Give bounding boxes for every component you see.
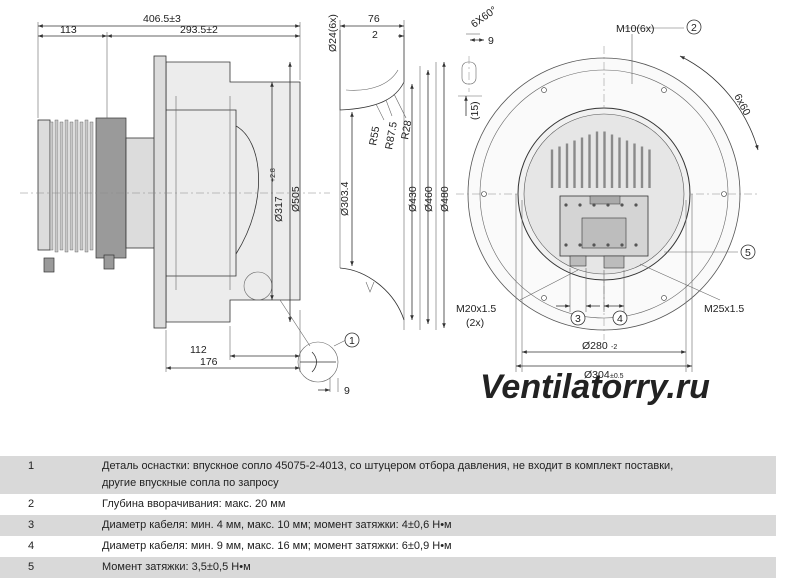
slot-detail: 6X60° 9 (15) xyxy=(458,4,499,120)
pcb-dot xyxy=(606,203,610,207)
pcb-dot xyxy=(564,203,568,207)
note-line: Диаметр кабеля: мин. 4 мм, макс. 10 мм; … xyxy=(102,519,452,531)
dim-r55: R55 xyxy=(367,125,382,146)
pcb-dot xyxy=(592,243,596,247)
dim-main-span: 293.5±2 xyxy=(180,24,218,36)
wire-channels xyxy=(550,131,651,188)
cooling-fin xyxy=(69,121,74,251)
front-view: M10(6x) 2 6x60 5 M25x1.5 M20x1.5 (2x) 3 … xyxy=(456,19,760,381)
dim-slot-15: (15) xyxy=(469,101,481,120)
pcb-dot xyxy=(620,203,624,207)
dim-pitch: 6x60 xyxy=(731,92,752,118)
dim-m25: M25x1.5 xyxy=(704,303,744,315)
note-text: Глубина вворачивания: макс. 20 мм xyxy=(96,494,776,515)
note-row: 1 Деталь оснастки: впускное сопло 45075-2… xyxy=(0,456,776,494)
note-line: Глубина вворачивания: макс. 20 мм xyxy=(102,498,286,510)
dim-d430: Ø430 xyxy=(407,186,419,212)
dim-slot-angle: 6X60° xyxy=(469,4,499,30)
dim-slot-9: 9 xyxy=(488,35,494,47)
note-number: 2 xyxy=(0,494,96,515)
note-number: 5 xyxy=(0,557,96,578)
cooling-fin xyxy=(84,119,89,253)
impeller-profile xyxy=(153,55,301,329)
note-text: Диаметр кабеля: мин. 4 мм, макс. 10 мм; … xyxy=(96,515,776,536)
bolt-hole xyxy=(541,295,547,301)
dim-r87: R87.5 xyxy=(383,121,400,151)
callout-2: 2 xyxy=(691,22,697,34)
dim-base-112: 112 xyxy=(190,344,207,356)
dim-detail-9: 9 xyxy=(344,385,350,397)
note-number: 1 xyxy=(0,456,96,494)
cooling-fin xyxy=(79,121,84,251)
dim-d317-tol: +2.8 xyxy=(270,168,277,182)
motor-fins xyxy=(37,117,167,273)
note-line: Деталь оснастки: впускное сопло 45075-2-… xyxy=(102,460,674,472)
callout-5: 5 xyxy=(745,247,751,259)
note-text: Диаметр кабеля: мин. 9 мм, макс. 16 мм; … xyxy=(96,536,776,557)
bolt-hole xyxy=(721,191,727,197)
watermark: Ventilatorry.ru xyxy=(480,368,710,406)
cooling-fin xyxy=(64,119,69,253)
note-text: Деталь оснастки: впускное сопло 45075-2-… xyxy=(96,456,776,494)
dim-left-offset: 113 xyxy=(60,24,77,36)
dim-d505: Ø505 xyxy=(290,186,302,212)
note-line: Момент затяжки: 3,5±0,5 Н•м xyxy=(102,561,251,573)
dim-d460: Ø460 xyxy=(423,186,435,212)
note-row: 2 Глубина вворачивания: макс. 20 мм xyxy=(0,494,776,515)
cooling-fin xyxy=(74,119,79,253)
side-view: 406.5±3 113 293.5±2 Ø317 +2.8 Ø505 112 1… xyxy=(20,13,360,397)
bolt-hole xyxy=(541,87,547,93)
dim-d304-tol: ±0.5 xyxy=(610,373,624,380)
note-line: Диаметр кабеля: мин. 9 мм, макс. 16 мм; … xyxy=(102,540,452,552)
cooling-fin xyxy=(54,119,59,253)
dim-w2: 2 xyxy=(372,29,378,41)
cooling-fin xyxy=(59,121,64,251)
pcb-dot xyxy=(592,203,596,207)
pcb-dot xyxy=(578,203,582,207)
notes-table: 1 Деталь оснастки: впускное сопло 45075-2… xyxy=(0,456,776,578)
callout-3: 3 xyxy=(575,313,581,325)
bolt-hole xyxy=(481,191,487,197)
note-row: 3 Диаметр кабеля: мин. 4 мм, макс. 10 мм;… xyxy=(0,515,776,536)
dim-base-176: 176 xyxy=(200,356,218,368)
dim-d480: Ø480 xyxy=(439,186,451,212)
pcb-dot xyxy=(634,243,638,247)
cooling-fin xyxy=(49,121,54,251)
note-line: другие впускные сопла по запросу xyxy=(102,477,279,489)
dim-d304: Ø304 xyxy=(584,369,610,381)
dim-d280: Ø280 xyxy=(582,340,608,352)
pcb-dot xyxy=(620,243,624,247)
bolt-hole xyxy=(661,295,667,301)
dim-overall-length: 406.5±3 xyxy=(143,13,181,25)
dim-w76: 76 xyxy=(368,13,380,25)
cooling-fin xyxy=(89,121,94,251)
dim-d303: Ø303.4 xyxy=(339,181,351,216)
bolt-hole xyxy=(661,87,667,93)
dim-d24: Ø24(6x) xyxy=(327,14,339,52)
pcb-dot xyxy=(634,203,638,207)
callout-1: 1 xyxy=(349,335,355,347)
note-number: 3 xyxy=(0,515,96,536)
note-number: 4 xyxy=(0,536,96,557)
note-row: 5 Момент затяжки: 3,5±0,5 Н•м xyxy=(0,557,776,578)
note-row: 4 Диаметр кабеля: мин. 9 мм, макс. 16 мм;… xyxy=(0,536,776,557)
dim-m10: M10(6x) xyxy=(616,23,655,35)
dim-d280-tol: -2 xyxy=(611,344,617,351)
dim-m20-count: (2x) xyxy=(466,317,484,329)
nozzle-section: 76 2 Ø24(6x) R55 R87.5 R28 Ø303.4 Ø430 Ø… xyxy=(327,13,451,330)
note-text: Момент затяжки: 3,5±0,5 Н•м xyxy=(96,557,776,578)
pcb-dot xyxy=(578,243,582,247)
technical-drawing: Ventilatorry.ru 406.5±3 1 xyxy=(20,4,760,406)
callout-4: 4 xyxy=(617,313,623,325)
pcb-dot xyxy=(564,243,568,247)
dim-d317: Ø317 xyxy=(273,196,285,222)
dim-m20: M20x1.5 xyxy=(456,303,496,315)
pcb-dot xyxy=(606,243,610,247)
